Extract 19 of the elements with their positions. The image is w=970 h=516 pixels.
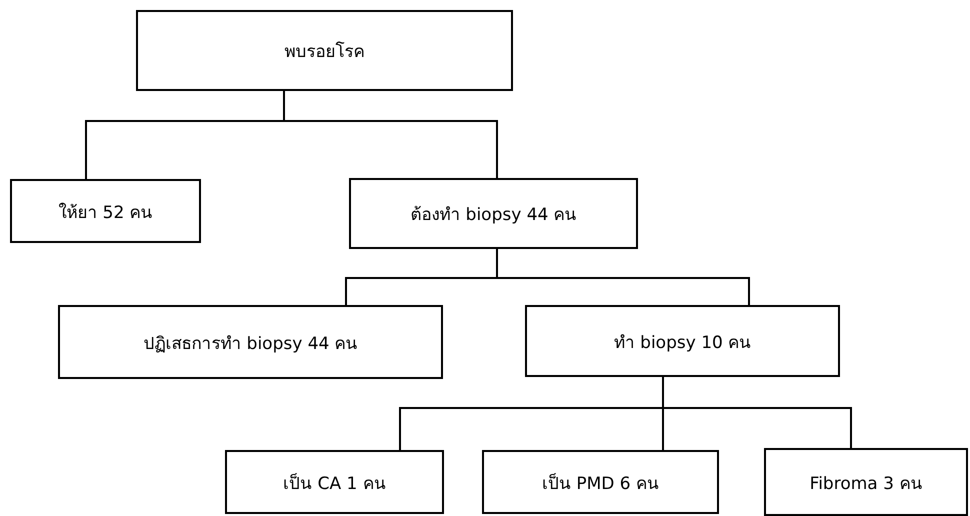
connector-line (283, 91, 498, 178)
box-label: Fibroma 3 คน (810, 472, 922, 496)
process-box (349, 178, 638, 249)
process-box (58, 305, 443, 379)
box-label: พบรอยโรค (284, 40, 364, 64)
process-box (225, 450, 444, 514)
box-label: เป็น CA 1 คน (283, 472, 386, 496)
process-box (136, 10, 513, 91)
box-label: ต้องทำ biopsy 44 คน (410, 204, 577, 227)
process-box (10, 179, 201, 243)
box-label: ปฏิเสธการทำ biopsy 44 คน (143, 332, 358, 356)
connector-line (496, 249, 750, 305)
process-box (764, 448, 968, 516)
connector-line (662, 377, 852, 448)
box-label: ให้ยา 52 คน (58, 202, 153, 224)
process-box (525, 305, 840, 377)
box-label: ทำ biopsy 10 คน (614, 332, 752, 354)
box-label: เป็น PMD 6 คน (542, 472, 660, 496)
process-box (482, 450, 719, 514)
